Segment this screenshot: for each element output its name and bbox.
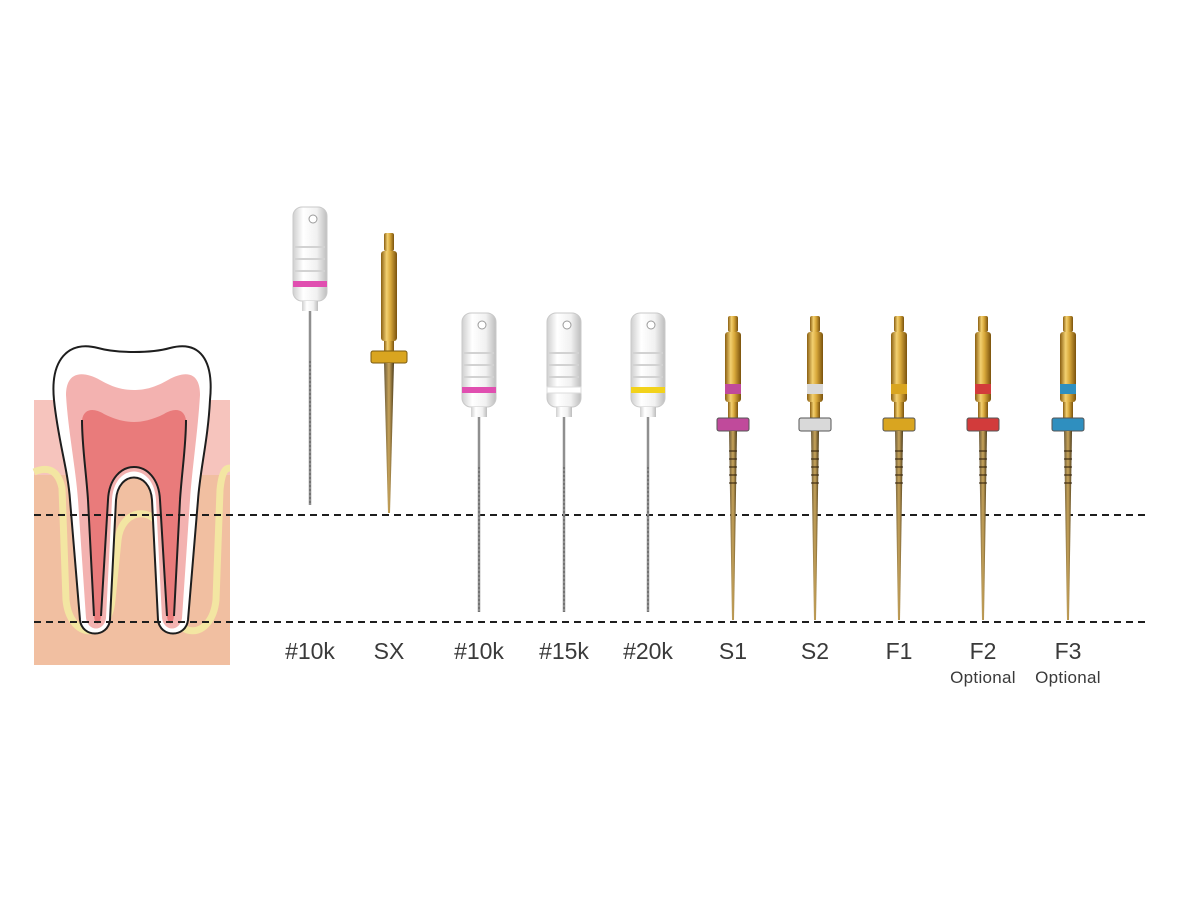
shank-neck — [1063, 402, 1073, 418]
latch-end — [1063, 316, 1073, 332]
rotary-shank — [381, 251, 397, 341]
instrument-label: SX — [374, 638, 405, 664]
root-canal-outline — [81, 419, 187, 617]
size-color-ring — [462, 387, 496, 393]
shank-neck — [978, 402, 988, 418]
latch-end — [978, 316, 988, 332]
cutting-shaft — [1064, 431, 1072, 620]
instrument-8 — [882, 316, 916, 620]
periodontal-ligament-outline — [32, 464, 231, 635]
cutting-shaft — [979, 431, 987, 620]
tooth-cross-section — [32, 345, 231, 665]
instrument-7 — [798, 316, 832, 620]
size-color-ring — [546, 386, 582, 394]
handle-base — [556, 407, 572, 417]
size-color-band — [725, 384, 741, 394]
instrument-note: Optional — [1035, 668, 1101, 687]
instrument-label: #10k — [285, 638, 335, 664]
cutting-shaft — [811, 431, 819, 620]
latch-end — [728, 316, 738, 332]
instrument-label: S1 — [719, 638, 747, 664]
instrument-4 — [546, 312, 582, 612]
shank-neck — [810, 402, 820, 418]
cutting-shaft — [384, 363, 394, 513]
latch-end — [894, 316, 904, 332]
handle-hole — [562, 320, 572, 330]
instrument-5 — [630, 312, 666, 612]
instrument-1 — [292, 206, 328, 505]
instrument-9 — [966, 316, 1000, 620]
instrument-label: S2 — [801, 638, 829, 664]
size-color-band — [891, 384, 907, 394]
handle-hole — [646, 320, 656, 330]
size-color-ring — [293, 281, 327, 287]
instrument-3 — [461, 312, 497, 612]
size-color-ring — [631, 387, 665, 393]
instrument-label: F1 — [886, 638, 913, 664]
instrument-10 — [1051, 316, 1085, 620]
instrument-2 — [370, 233, 408, 513]
instrument-label: F3 — [1055, 638, 1082, 664]
instrument-note: Optional — [950, 668, 1016, 687]
size-color-ring — [966, 417, 1000, 432]
instrument-6 — [716, 316, 750, 620]
handle-base — [471, 407, 487, 417]
size-color-ring — [370, 350, 408, 364]
handle-hole — [308, 214, 318, 224]
cutting-shaft — [729, 431, 737, 620]
instrument-label: #20k — [623, 638, 673, 664]
size-color-ring — [882, 417, 916, 432]
latch-end — [810, 316, 820, 332]
shank-neck — [894, 402, 904, 418]
size-color-ring — [716, 417, 750, 432]
shank-neck — [384, 341, 394, 351]
size-color-band — [807, 384, 823, 394]
cutting-shaft — [895, 431, 903, 620]
size-color-band — [1060, 384, 1076, 394]
handle-hole — [477, 320, 487, 330]
handle-base — [640, 407, 656, 417]
shank-neck — [728, 402, 738, 418]
size-color-band — [975, 384, 991, 394]
latch-end — [384, 233, 394, 251]
instrument-label: #15k — [539, 638, 589, 664]
size-color-ring — [798, 417, 832, 432]
instrument-label: #10k — [454, 638, 504, 664]
pulp-chamber — [82, 410, 186, 624]
handle-base — [302, 301, 318, 311]
instrument-row — [292, 206, 1085, 620]
instrument-label: F2 — [970, 638, 997, 664]
size-color-ring — [1051, 417, 1085, 432]
